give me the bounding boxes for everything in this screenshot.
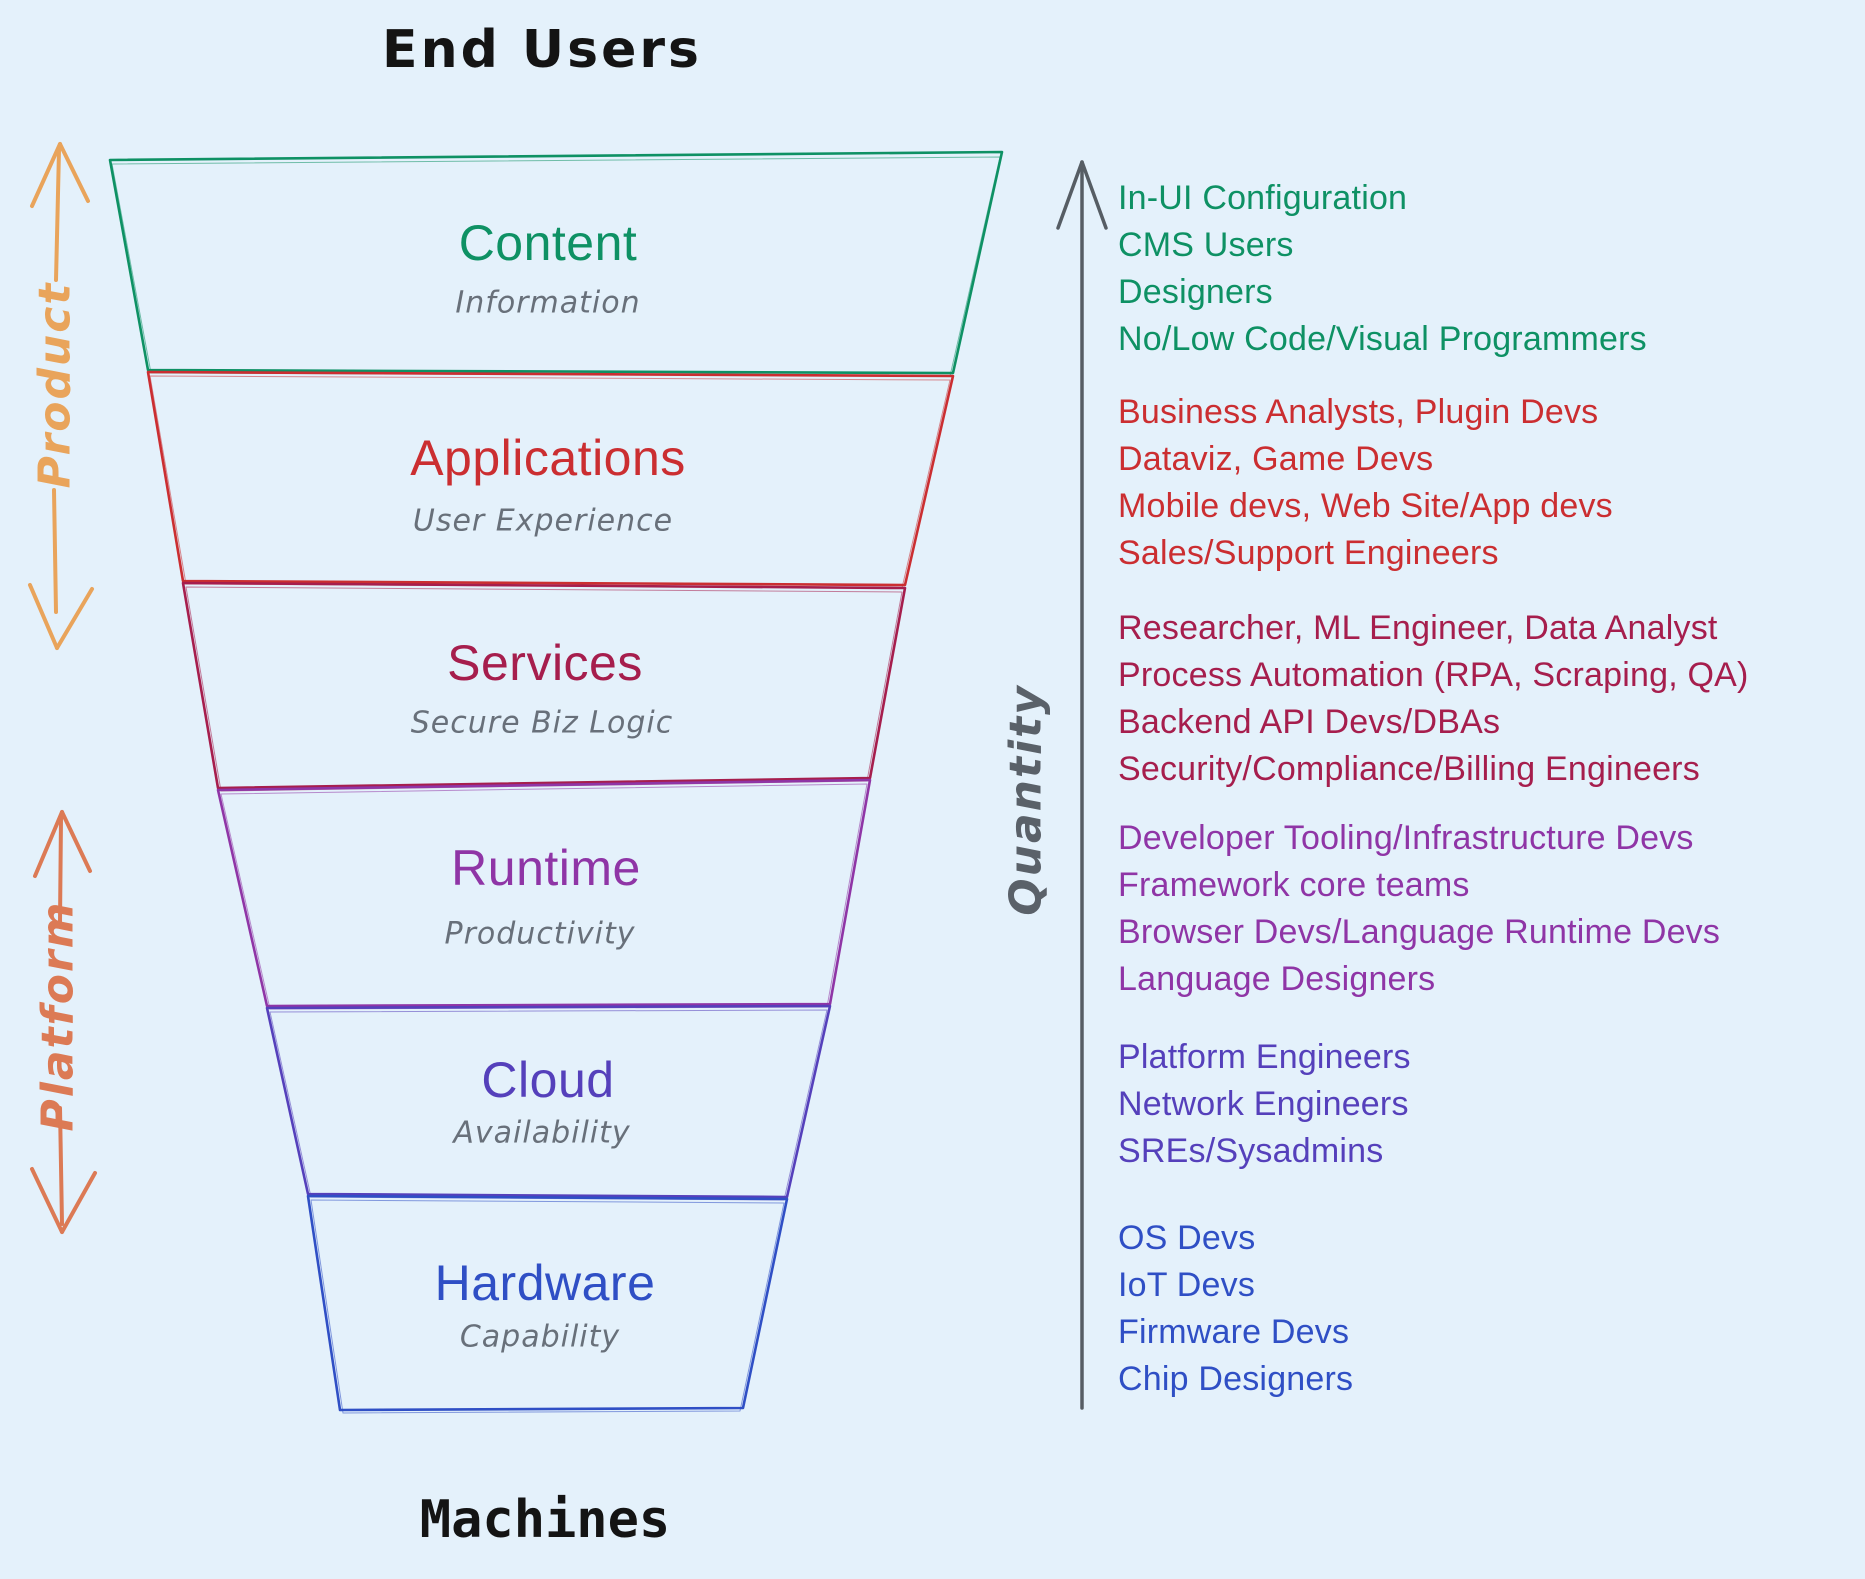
- layer-title-hardware: Hardware: [434, 1255, 656, 1311]
- quantity-axis-arrow: [1056, 160, 1108, 1410]
- funnel-layer-hardware-shape: [306, 1194, 789, 1414]
- layer-title-cloud: Cloud: [481, 1052, 615, 1108]
- machines-label: Machines: [419, 1490, 671, 1550]
- layer-subtitle-services: Secure Biz Logic: [410, 705, 674, 741]
- role-line: Network Engineers: [1118, 1085, 1409, 1123]
- role-line: Dataviz, Game Devs: [1118, 440, 1434, 478]
- end-users-label: End Users: [382, 20, 702, 80]
- role-line: Developer Tooling/Infrastructure Devs: [1118, 819, 1694, 857]
- role-line: Chip Designers: [1118, 1360, 1354, 1398]
- role-line: In-UI Configuration: [1118, 179, 1408, 217]
- roles-content: In-UI Configuration CMS Users Designers …: [1118, 175, 1647, 363]
- role-line: CMS Users: [1118, 226, 1294, 264]
- role-line: Platform Engineers: [1118, 1038, 1411, 1076]
- layer-subtitle-cloud: Availability: [453, 1115, 631, 1151]
- layer-title-content: Content: [458, 215, 638, 271]
- product-axis-arrow: [28, 142, 94, 650]
- layer-subtitle-hardware: Capability: [459, 1319, 621, 1355]
- role-line: SREs/Sysadmins: [1118, 1132, 1384, 1170]
- role-line: Language Designers: [1118, 960, 1436, 998]
- layer-subtitle-content: Information: [455, 285, 641, 321]
- role-line: Firmware Devs: [1118, 1313, 1350, 1351]
- role-line: Security/Compliance/Billing Engineers: [1118, 750, 1700, 788]
- roles-hardware: OS Devs IoT Devs Firmware Devs Chip Desi…: [1118, 1215, 1353, 1403]
- layer-subtitle-runtime: Productivity: [444, 916, 636, 952]
- layer-subtitle-applications: User Experience: [412, 503, 674, 539]
- role-line: Sales/Support Engineers: [1118, 534, 1499, 572]
- role-line: IoT Devs: [1118, 1266, 1256, 1304]
- role-line: Backend API Devs/DBAs: [1118, 703, 1501, 741]
- roles-cloud: Platform Engineers Network Engineers SRE…: [1118, 1034, 1411, 1175]
- layer-title-services: Services: [447, 635, 643, 691]
- role-line: Mobile devs, Web Site/App devs: [1118, 487, 1613, 525]
- role-line: OS Devs: [1118, 1219, 1256, 1257]
- layer-title-applications: Applications: [410, 430, 686, 486]
- roles-services: Researcher, ML Engineer, Data Analyst Pr…: [1118, 605, 1749, 793]
- platform-axis-label: Platform: [32, 900, 84, 1132]
- role-line: Designers: [1118, 273, 1273, 311]
- product-axis-label: Product: [29, 281, 81, 489]
- role-line: Browser Devs/Language Runtime Devs: [1118, 913, 1721, 951]
- role-line: Framework core teams: [1118, 866, 1470, 904]
- layer-title-runtime: Runtime: [451, 840, 641, 896]
- role-line: Business Analysts, Plugin Devs: [1118, 393, 1599, 431]
- role-line: Process Automation (RPA, Scraping, QA): [1118, 656, 1749, 694]
- roles-runtime: Developer Tooling/Infrastructure Devs Fr…: [1118, 815, 1720, 1003]
- role-line: No/Low Code/Visual Programmers: [1118, 320, 1647, 358]
- platform-axis-arrow: [30, 810, 97, 1234]
- quantity-axis-label: Quantity: [1000, 684, 1052, 916]
- roles-applications: Business Analysts, Plugin Devs Dataviz, …: [1118, 389, 1613, 577]
- role-line: Researcher, ML Engineer, Data Analyst: [1118, 609, 1718, 647]
